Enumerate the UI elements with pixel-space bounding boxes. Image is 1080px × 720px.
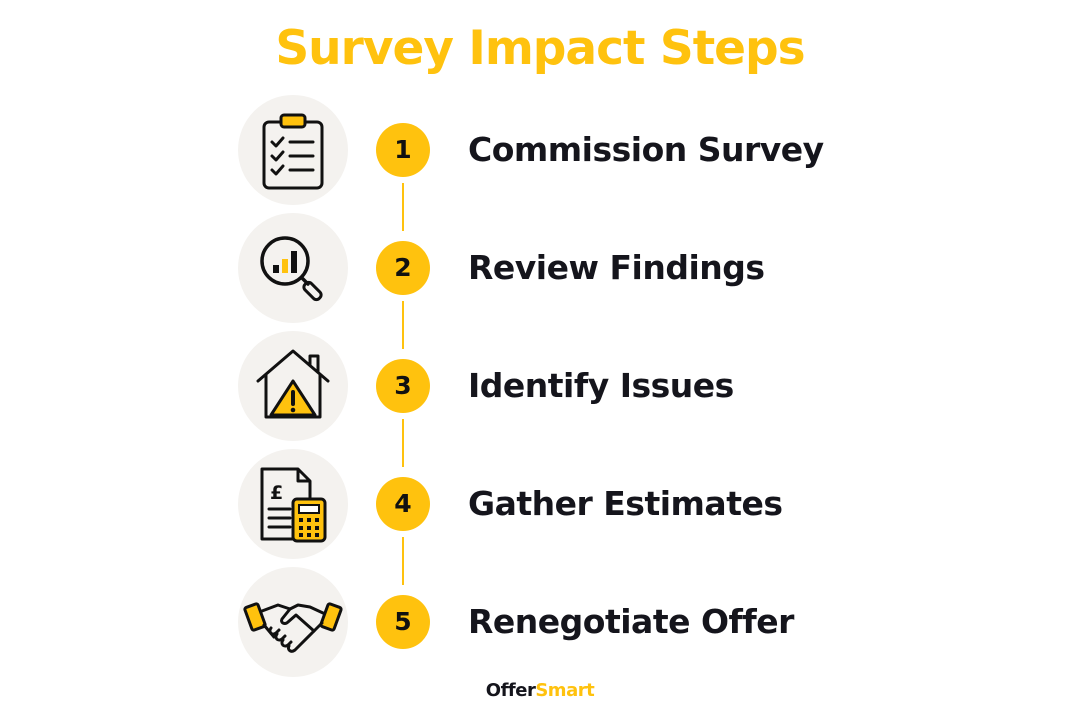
step-1-label: Commission Survey	[468, 130, 824, 169]
step-3: 3 Identify Issues	[0, 0, 1080, 441]
step-3-label: Identify Issues	[468, 366, 734, 405]
clipboard-checklist-icon	[262, 113, 324, 190]
step-1: 1 Commission Survey	[0, 0, 1080, 205]
invoice-calculator-icon: £	[260, 467, 327, 543]
magnifier-bar-chart-icon	[260, 236, 323, 302]
step-2-icon-circle	[238, 213, 348, 323]
step-connector	[402, 301, 404, 349]
step-3-number: 3	[376, 359, 430, 413]
step-4: £ 4 Gather Estimates	[0, 0, 1080, 559]
step-2-number: 2	[376, 241, 430, 295]
step-5-number: 5	[376, 595, 430, 649]
brand-logo-part2: Smart	[535, 680, 595, 701]
step-4-icon-circle: £	[238, 449, 348, 559]
step-connector	[402, 419, 404, 467]
step-3-icon-circle	[238, 331, 348, 441]
step-2-label: Review Findings	[468, 248, 765, 287]
house-warning-icon	[256, 349, 330, 419]
step-5-label: Renegotiate Offer	[468, 602, 794, 641]
step-5-icon-circle	[238, 567, 348, 677]
step-5: 5 Renegotiate Offer	[0, 0, 1080, 677]
handshake-icon	[243, 602, 343, 653]
step-4-number: 4	[376, 477, 430, 531]
step-connector	[402, 537, 404, 585]
step-4-label: Gather Estimates	[468, 484, 783, 523]
step-1-number: 1	[376, 123, 430, 177]
step-1-icon-circle	[238, 95, 348, 205]
step-2: 2 Review Findings	[0, 0, 1080, 323]
brand-logo: OfferSmart	[0, 676, 1080, 706]
step-connector	[402, 183, 404, 231]
page-title: Survey Impact Steps	[275, 21, 805, 76]
brand-logo-part1: Offer	[485, 680, 536, 701]
svg-text:£: £	[270, 482, 283, 504]
